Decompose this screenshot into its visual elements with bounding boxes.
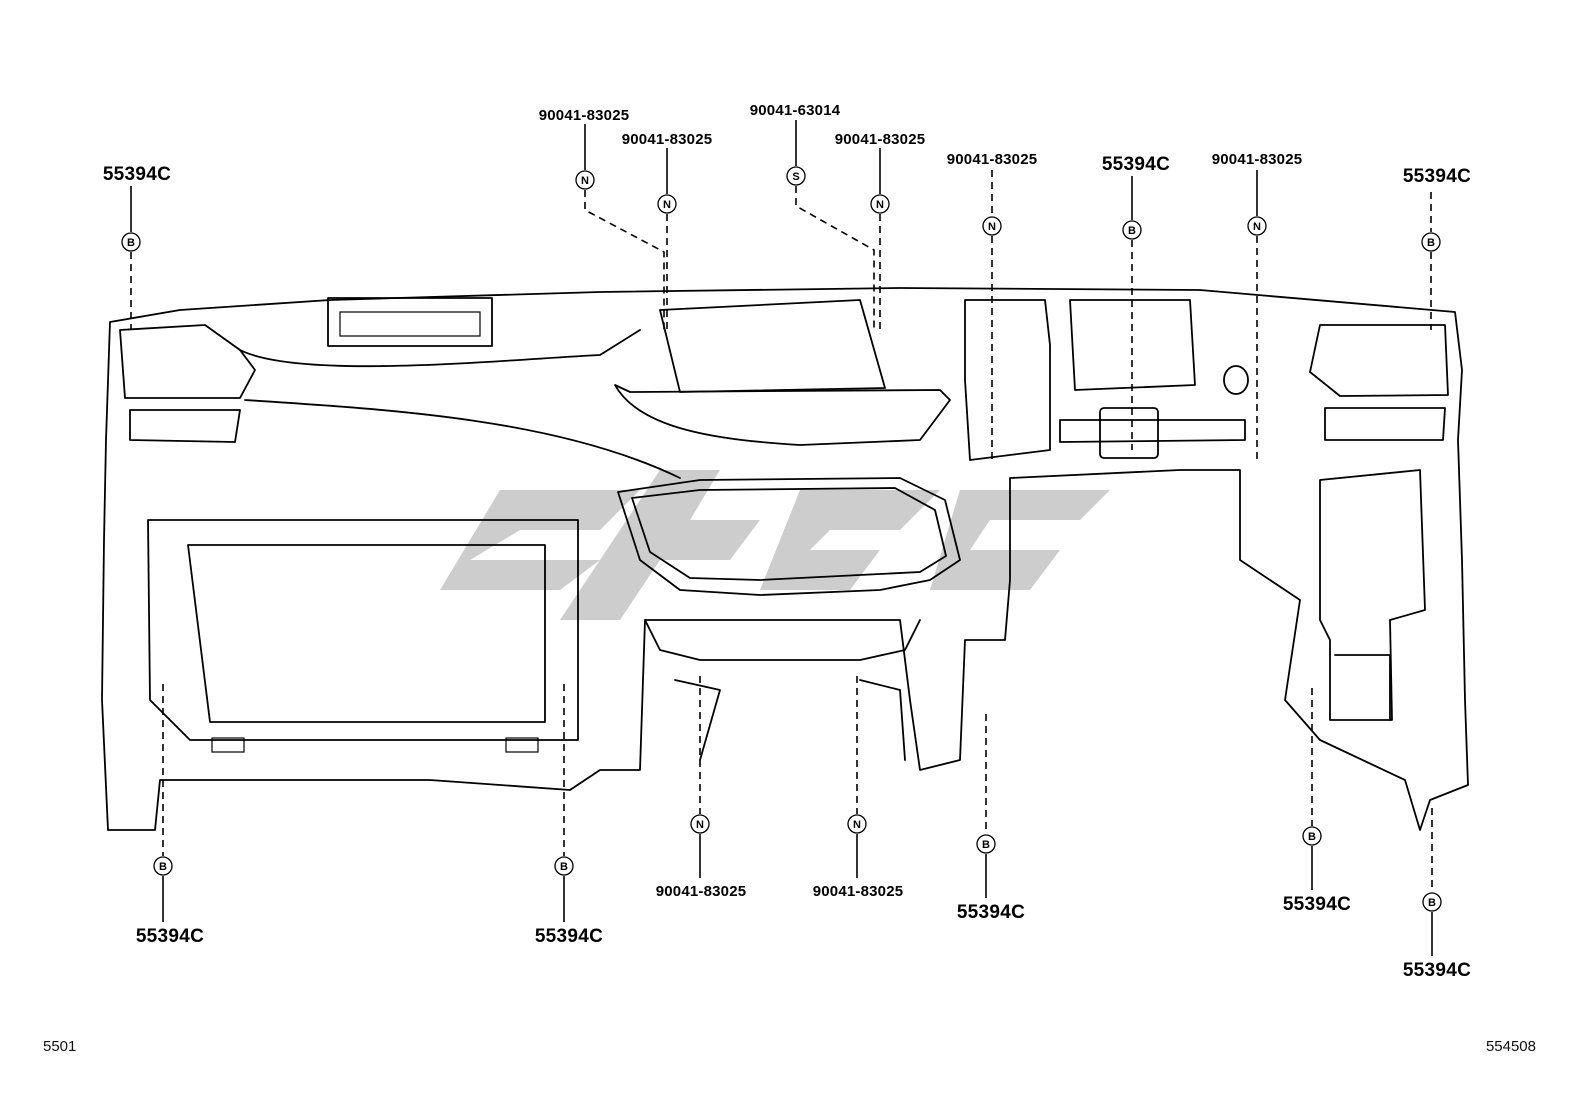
label-clip-bottom-center: 55394C — [957, 902, 1025, 923]
footer-code-right: 554508 — [1485, 1038, 1536, 1055]
svg-text:B: B — [560, 861, 568, 873]
badge-n-bottom-2: N — [847, 814, 867, 834]
label-clip-top-right: 55394C — [1403, 166, 1471, 187]
badge-b-bottom-right: B — [1302, 826, 1322, 846]
label-clip-bottom-right: 55394C — [1283, 894, 1351, 915]
badge-b-bottom-right-2: B — [1422, 892, 1442, 912]
svg-text:N: N — [581, 175, 589, 187]
svg-text:B: B — [1428, 897, 1436, 909]
label-bolt-3: 90041-63014 — [750, 102, 841, 119]
svg-text:B: B — [982, 839, 990, 851]
dashboard-outline — [101, 287, 1469, 831]
label-clip-bottom-left-2: 55394C — [535, 926, 603, 947]
svg-text:B: B — [1308, 831, 1316, 843]
badge-b-bottom-left: B — [153, 856, 173, 876]
badge-n-2: N — [657, 194, 677, 214]
label-bolt-5: 90041-83025 — [947, 151, 1038, 168]
footer-code-left: 5501 — [43, 1038, 77, 1055]
badge-b-bottom-center: B — [976, 834, 996, 854]
svg-text:B: B — [159, 861, 167, 873]
label-clip-top-center: 55394C — [1102, 154, 1170, 175]
badge-n-bottom-1: N — [690, 814, 710, 834]
badge-b-bottom-left-2: B — [554, 856, 574, 876]
label-clip-bottom-left: 55394C — [136, 926, 204, 947]
svg-text:N: N — [663, 199, 671, 211]
badge-b-top-right: B — [1421, 232, 1441, 252]
badge-n-4: N — [982, 216, 1002, 236]
callout-badges: B B B N N S N N — [121, 166, 1442, 912]
svg-text:B: B — [127, 237, 135, 249]
label-clip-bottom-right-2: 55394C — [1403, 960, 1471, 981]
svg-text:N: N — [1253, 221, 1261, 233]
label-bolt-4: 90041-83025 — [835, 131, 926, 148]
svg-text:S: S — [792, 171, 799, 183]
badge-b-top-center: B — [1122, 220, 1142, 240]
svg-text:N: N — [853, 819, 861, 831]
svg-text:B: B — [1128, 225, 1136, 237]
label-clip-top-left: 55394C — [103, 164, 171, 185]
svg-text:B: B — [1427, 237, 1435, 249]
badge-n-1: N — [575, 170, 595, 190]
svg-text:N: N — [988, 221, 996, 233]
badge-n-5: N — [1247, 216, 1267, 236]
label-bolt-6: 90041-83025 — [1212, 151, 1303, 168]
label-bolt-1: 90041-83025 — [539, 107, 630, 124]
part-labels: 55394C 55394C 55394C 90041-83025 90041-8… — [103, 102, 1471, 981]
label-bolt-bottom-2: 90041-83025 — [813, 883, 904, 900]
watermark-logo — [440, 470, 1110, 620]
badge-n-3: N — [870, 194, 890, 214]
badge-s: S — [786, 166, 806, 186]
svg-text:N: N — [876, 199, 884, 211]
svg-text:N: N — [696, 819, 704, 831]
badge-b-top-left: B — [121, 232, 141, 252]
label-bolt-2: 90041-83025 — [622, 131, 713, 148]
callout-leaders — [130, 120, 1433, 956]
label-bolt-bottom-1: 90041-83025 — [656, 883, 747, 900]
